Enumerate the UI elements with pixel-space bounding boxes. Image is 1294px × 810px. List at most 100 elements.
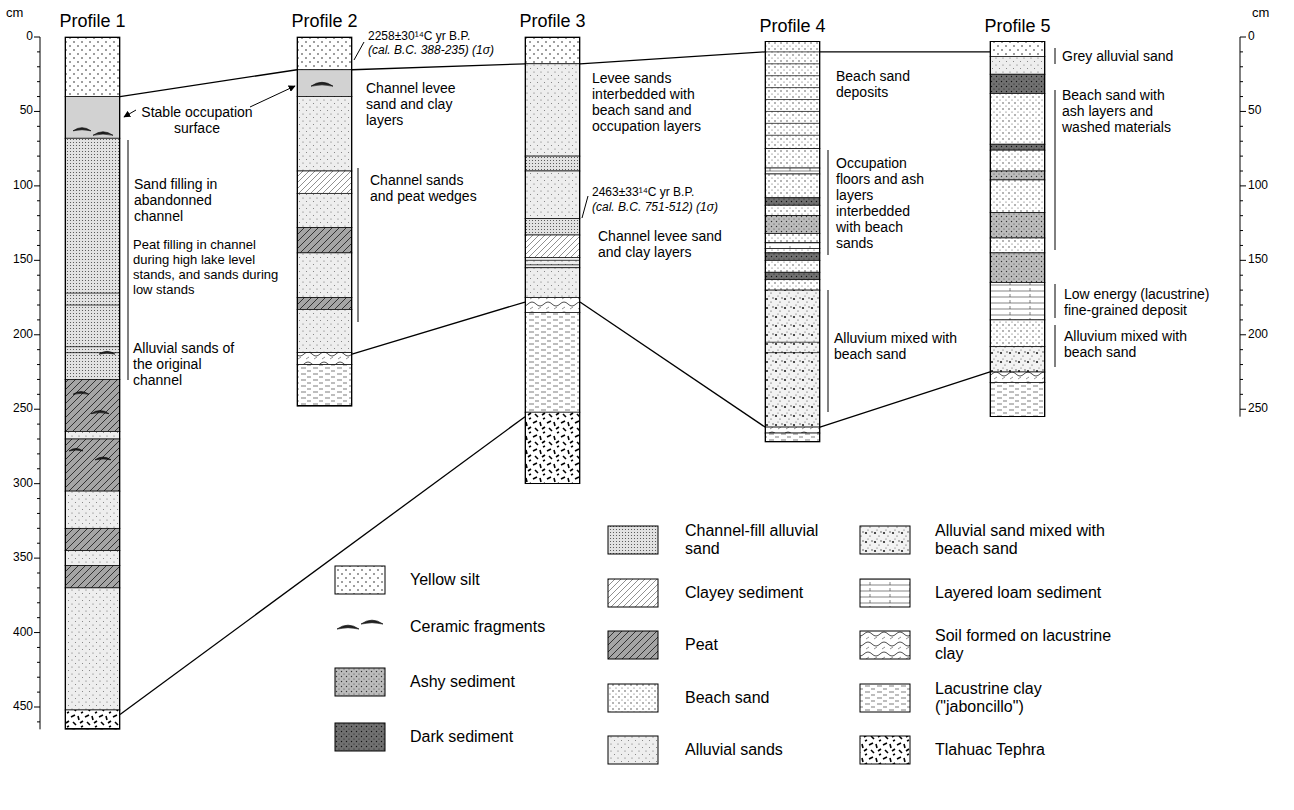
thin-bed <box>65 352 120 353</box>
sediment-layer <box>297 97 352 171</box>
legend-swatch <box>860 631 910 659</box>
legend-swatch <box>335 668 385 696</box>
thin-bed <box>765 63 820 64</box>
legend-text: Channel-fill alluvial sand <box>685 522 835 559</box>
sediment-layer <box>990 238 1045 253</box>
thin-bed <box>65 305 120 306</box>
label-slot: 50 <box>1248 104 1288 118</box>
sediment-layer <box>297 171 352 193</box>
thin-bed <box>765 51 820 52</box>
annotation: Alluvial sands of the original channel <box>133 340 243 388</box>
thin-bed <box>765 342 820 343</box>
label-slot: Channel sands and peat wedges <box>370 172 485 204</box>
sediment-layer <box>990 144 1045 150</box>
label-slot: 200 <box>0 328 33 342</box>
axis-tick <box>37 573 40 574</box>
axis-tick <box>34 409 40 410</box>
annotation: (cal. B.C. 388-235) (1σ) <box>368 44 518 58</box>
title-slot: Profile 4 <box>759 16 825 37</box>
axis-label: 150 <box>0 253 33 267</box>
sediment-layer <box>525 312 580 412</box>
thin-bed <box>65 293 120 294</box>
annotation: Channel levee sand and clay layers <box>366 80 466 128</box>
legend-swatch <box>860 526 910 554</box>
sediment-layer <box>990 41 1045 56</box>
annotation: Occupation floors and ash layers interbe… <box>836 155 926 252</box>
legend-text: Yellow silt <box>410 571 590 589</box>
label-slot: Sand filling in abandonned channel <box>134 176 239 224</box>
sediment-layer <box>765 260 820 272</box>
bracket-line <box>828 150 829 255</box>
sediment-layer <box>765 248 820 252</box>
sediment-layer <box>297 298 352 310</box>
leader-arrow <box>124 110 136 117</box>
annotation: Channel sands and peat wedges <box>370 172 485 204</box>
label-slot: 350 <box>0 551 33 565</box>
annotation: Beach sand with ash layers and washed ma… <box>1062 87 1172 135</box>
axis-tick <box>37 364 40 365</box>
sediment-layer <box>297 228 352 253</box>
annotation: Sand filling in abandonned channel <box>134 176 239 224</box>
legend-swatch <box>335 566 385 594</box>
axis-tick <box>1240 379 1243 380</box>
label-slot: Channel levee sand and clay layers <box>598 228 748 260</box>
label-slot: 100 <box>1248 179 1288 193</box>
axis-tick <box>37 692 40 693</box>
axis-tick <box>1240 215 1243 216</box>
sediment-layer <box>525 412 580 483</box>
label-slot: Occupation floors and ash layers interbe… <box>836 155 926 252</box>
axis-label: 300 <box>0 477 33 491</box>
profile-title: Profile 2 <box>291 11 357 32</box>
sediment-layer <box>525 64 580 156</box>
sediment-layer <box>765 272 820 279</box>
axis-tick <box>37 275 40 276</box>
correlation-line <box>120 417 525 715</box>
legend-text: Tlahuac Tephra <box>935 741 1125 759</box>
ceramic-fragment <box>99 351 115 354</box>
axis-tick <box>37 66 40 67</box>
axis-tick <box>37 319 40 320</box>
depth-axes <box>34 37 1246 729</box>
axis-tick <box>37 141 40 142</box>
sediment-layer <box>990 56 1045 74</box>
label-slot: (cal. B.C. 751-512) (1σ) <box>592 201 742 215</box>
label-slot: 200 <box>1248 328 1288 342</box>
axis-tick <box>1240 364 1243 365</box>
legend-swatch <box>860 736 910 764</box>
sediment-layer <box>525 171 580 219</box>
label-slot: cm <box>1252 6 1288 21</box>
ceramic-fragment <box>73 128 91 131</box>
sediment-layer <box>765 234 820 243</box>
correlation-line <box>352 302 525 354</box>
title-slot: Profile 3 <box>519 11 585 32</box>
profile-column: Profile 1 <box>65 37 120 729</box>
axis-tick <box>1240 319 1243 320</box>
sediment-layer <box>765 253 820 260</box>
sediment-layer <box>297 193 352 227</box>
label-slot: 150 <box>0 253 33 267</box>
sediment-layer <box>525 235 580 257</box>
sediment-layer <box>65 566 120 588</box>
sediment-layer <box>297 37 352 70</box>
axis-label: 200 <box>0 328 33 342</box>
axis-tick <box>37 543 40 544</box>
label-slot: Beach sand with ash layers and washed ma… <box>1062 87 1172 135</box>
legend-slot: Tlahuac Tephra <box>935 741 1125 759</box>
label-slot: Beach sand deposits <box>836 68 946 100</box>
label-slot: 250 <box>1248 402 1288 416</box>
axis-tick <box>34 185 40 186</box>
axis-tick <box>37 528 40 529</box>
sediment-layer <box>765 168 820 174</box>
legend-slot: Beach sand <box>685 689 835 707</box>
correlation-line <box>580 302 765 427</box>
profile-column: Profile 5 <box>990 41 1045 416</box>
legend-text: Layered loam sediment <box>935 584 1125 602</box>
sediment-layer <box>990 74 1045 93</box>
axis-label: cm <box>6 6 36 21</box>
axis-tick <box>37 394 40 395</box>
axis-tick <box>34 111 40 112</box>
leader-arrow <box>250 86 295 107</box>
legend-swatch <box>860 684 910 712</box>
sediment-layer <box>65 379 120 431</box>
